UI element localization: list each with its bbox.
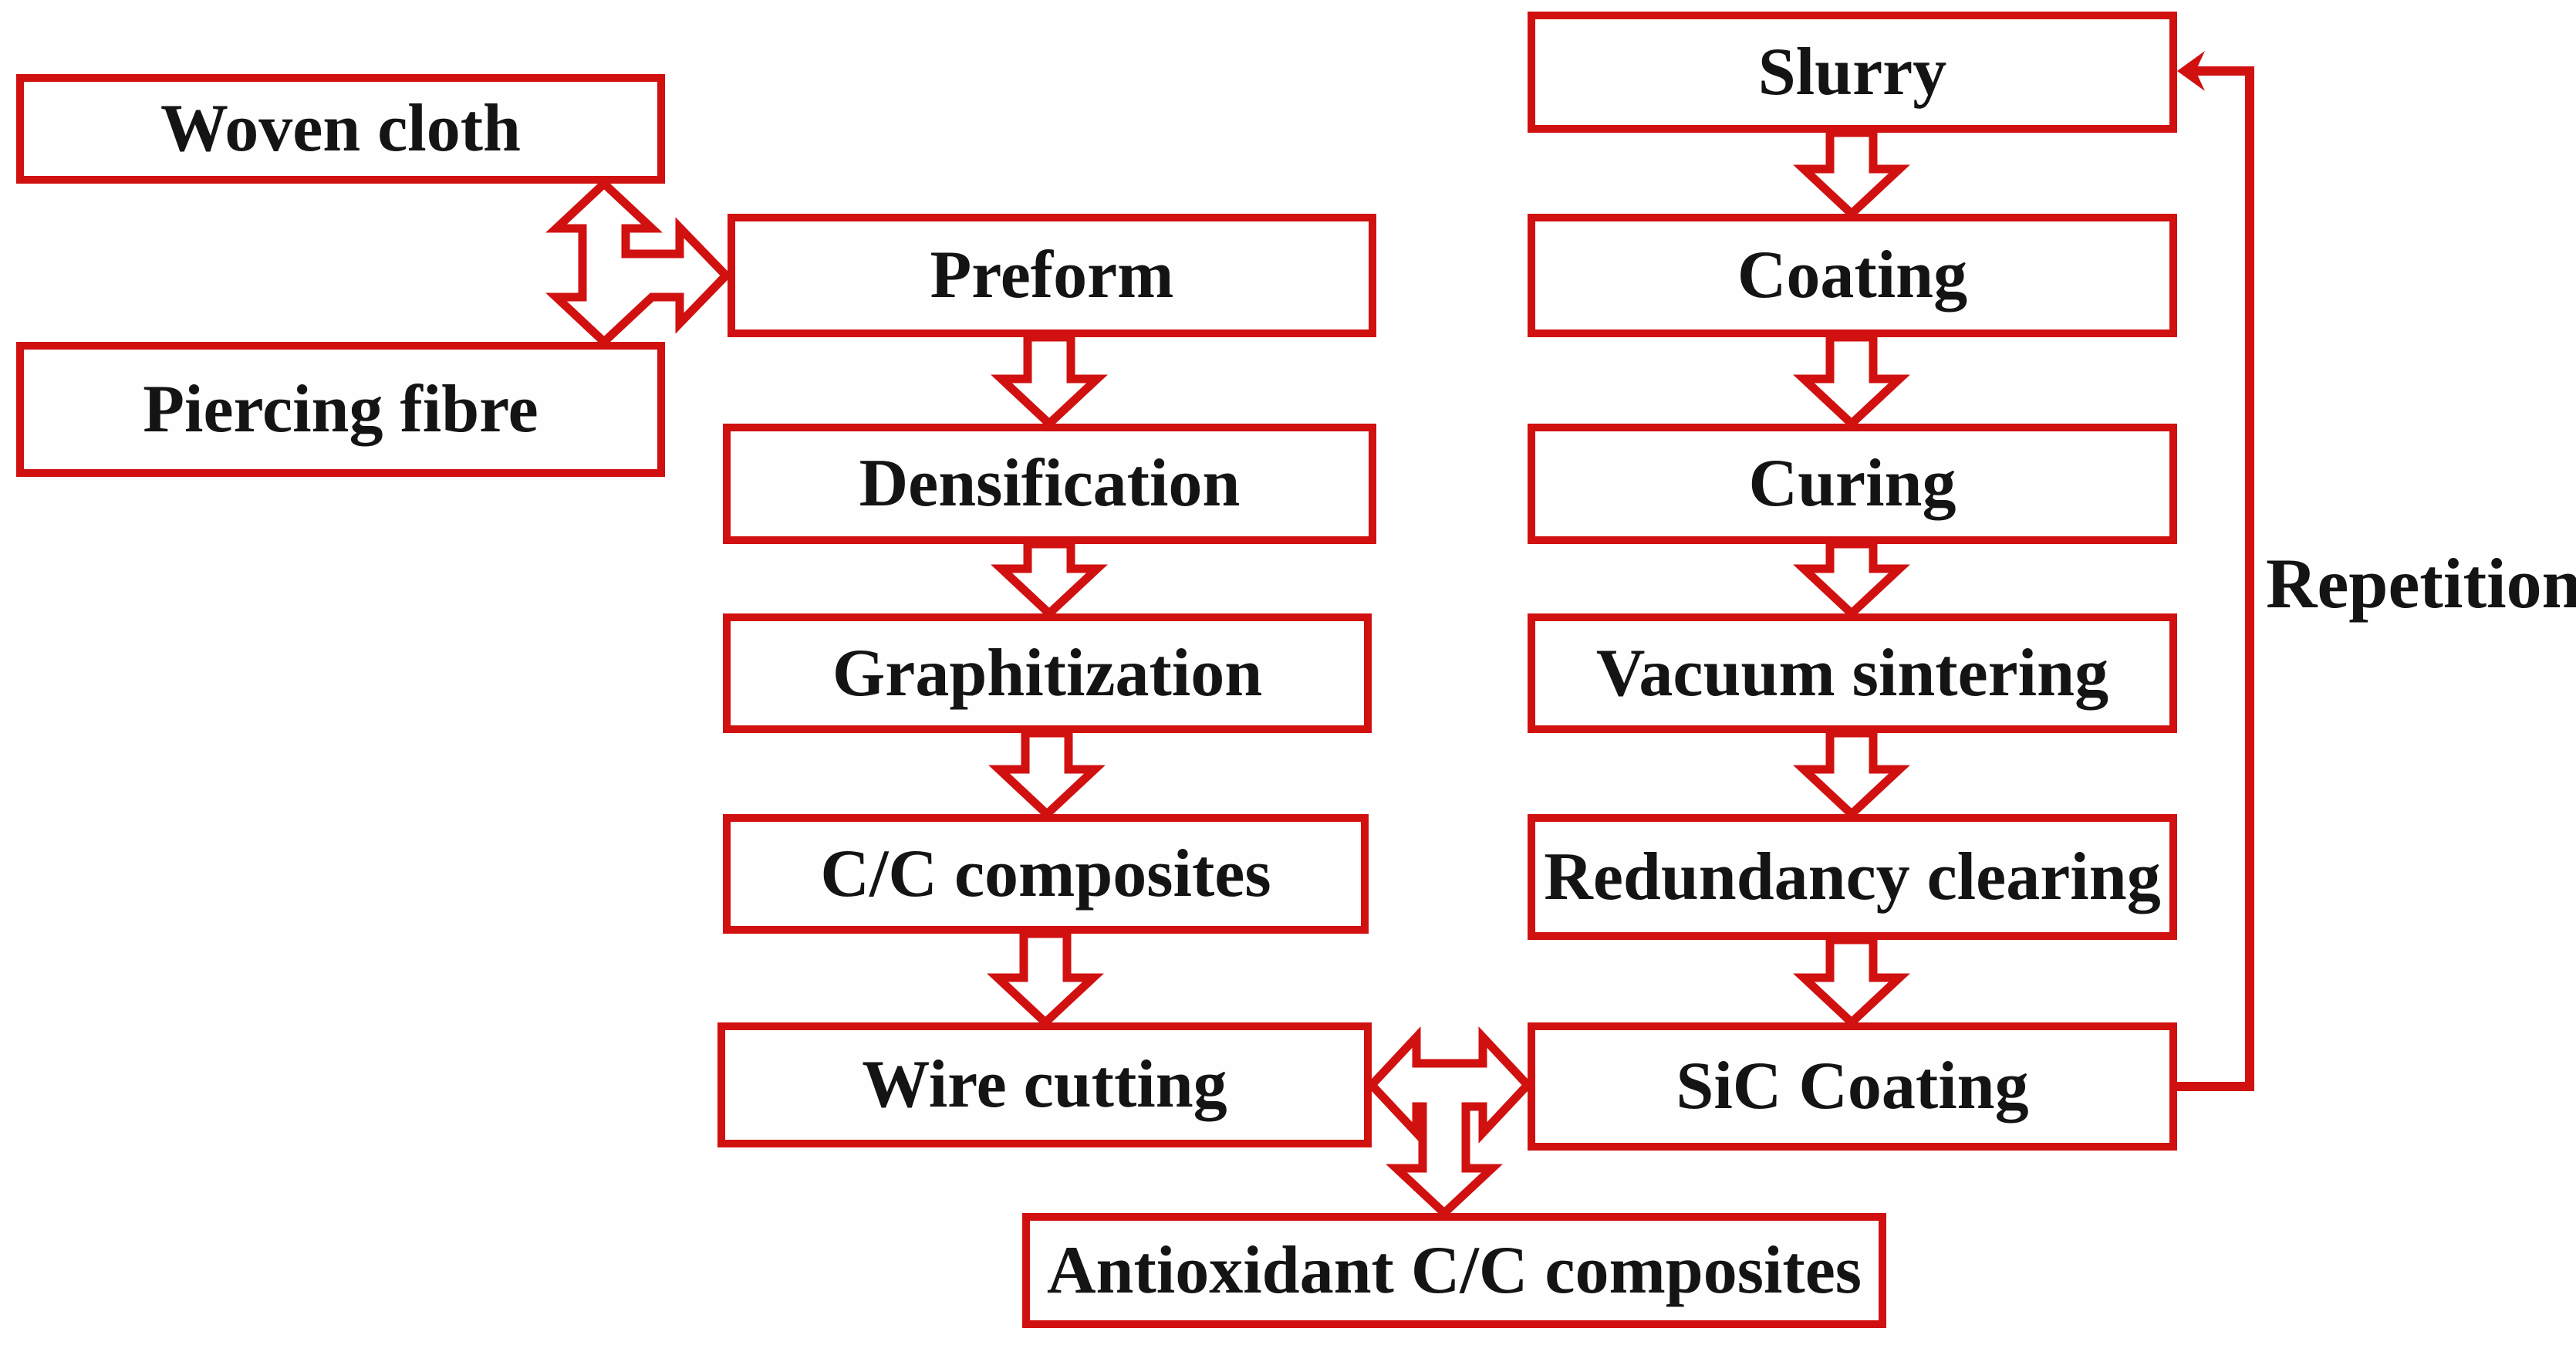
arrow-slurry-coating-icon bbox=[1793, 128, 1910, 220]
node-wire-cutting: Wire cutting bbox=[717, 1022, 1372, 1147]
node-label: Slurry bbox=[1757, 34, 1947, 110]
node-woven-cloth: Woven cloth bbox=[16, 74, 665, 184]
node-vacuum-sintering: Vacuum sintering bbox=[1528, 613, 2177, 733]
node-redundancy-clearing: Redundancy clearing bbox=[1528, 814, 2177, 940]
arrow-preform-densification-icon bbox=[991, 333, 1108, 430]
arrow-curing-vacuum-icon bbox=[1793, 539, 1910, 620]
repetition-loop-line bbox=[2177, 66, 2254, 1091]
node-label: C/C composites bbox=[820, 836, 1271, 911]
node-label: SiC Coating bbox=[1676, 1049, 2029, 1124]
arrow-vacuum-redundancy-icon bbox=[1793, 728, 1910, 820]
repetition-label: Repetition bbox=[2266, 544, 2576, 623]
node-label: Antioxidant C/C composites bbox=[1046, 1232, 1862, 1308]
node-preform: Preform bbox=[728, 214, 1376, 337]
arrow-densification-graphitization-icon bbox=[991, 539, 1108, 620]
node-sic-coating: SiC Coating bbox=[1528, 1022, 2177, 1151]
node-label: Preform bbox=[930, 238, 1174, 313]
node-label: Coating bbox=[1737, 238, 1968, 313]
arrow-woven-piercing-preform-icon bbox=[545, 177, 732, 348]
node-densification: Densification bbox=[723, 424, 1376, 544]
node-piercing-fibre: Piercing fibre bbox=[16, 342, 665, 477]
node-label: Curing bbox=[1748, 446, 1956, 521]
node-coating: Coating bbox=[1528, 214, 2177, 337]
arrow-graphitization-cc-icon bbox=[988, 728, 1106, 820]
node-graphitization: Graphitization bbox=[723, 613, 1372, 733]
node-cc-composites: C/C composites bbox=[723, 814, 1369, 934]
node-curing: Curing bbox=[1528, 424, 2177, 544]
node-antioxidant-cc-composites: Antioxidant C/C composites bbox=[1022, 1213, 1886, 1328]
arrow-coating-curing-icon bbox=[1793, 333, 1910, 430]
node-label: Redundancy clearing bbox=[1544, 839, 2161, 914]
node-label: Graphitization bbox=[832, 635, 1263, 711]
node-label: Woven cloth bbox=[160, 91, 521, 166]
node-label: Wire cutting bbox=[862, 1047, 1227, 1122]
node-label: Vacuum sintering bbox=[1595, 635, 2109, 711]
arrow-cc-wirecutting-icon bbox=[987, 929, 1104, 1029]
node-slurry: Slurry bbox=[1528, 12, 2177, 133]
arrow-wire-sic-antioxidant-icon bbox=[1366, 1026, 1534, 1219]
node-label: Densification bbox=[859, 446, 1241, 521]
arrow-redundancy-sic-icon bbox=[1793, 935, 1910, 1029]
repetition-loop-arrowhead-icon bbox=[2177, 51, 2205, 91]
node-label: Piercing fibre bbox=[143, 371, 538, 447]
